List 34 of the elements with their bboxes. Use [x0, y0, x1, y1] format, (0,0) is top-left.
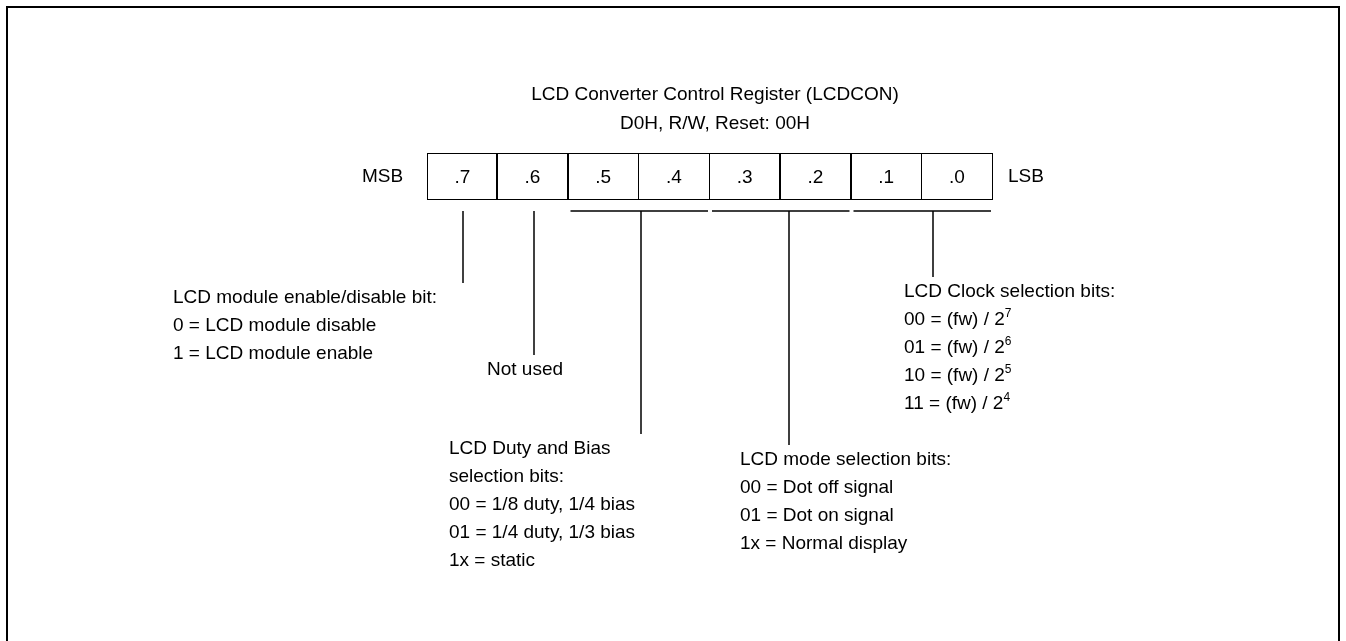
leader-line [533, 210, 535, 356]
field-heading: LCD Duty and Bias selection bits: [449, 436, 612, 488]
field-description: 00 = 1/8 duty, 1/4 bias [449, 492, 637, 516]
field-description: 1x = static [449, 548, 537, 572]
bit-cell: .1 [850, 153, 923, 200]
bit-cell: .2 [779, 153, 852, 200]
lsb-label: LSB [1008, 165, 1044, 187]
field-description: Not used [487, 357, 565, 381]
field-heading: LCD mode selection bits: [740, 447, 953, 471]
bracket-leader-line [852, 210, 992, 278]
bit-cell: .7 [427, 153, 498, 200]
field-description: 1 = LCD module enable [173, 341, 375, 365]
field-description: 01 = 1/4 duty, 1/3 bias [449, 520, 637, 544]
bracket-leader-line [569, 210, 709, 435]
field-heading: LCD module enable/disable bit: [173, 285, 439, 309]
msb-label: MSB [362, 165, 404, 187]
register-address-info: D0H, R/W, Reset: 00H [619, 112, 811, 134]
bit-cell: .4 [637, 153, 710, 200]
leader-line [462, 210, 464, 284]
field-description: 1x = Normal display [740, 531, 909, 555]
bit-cell: .3 [708, 153, 781, 200]
field-description: 01 = Dot on signal [740, 503, 895, 527]
bit-cell: .0 [920, 153, 993, 200]
bit-cell: .6 [496, 153, 569, 200]
field-description: 01 = (fw) / 2$^{6}$ [904, 333, 1013, 359]
bit-cell: .5 [567, 153, 640, 200]
field-description: 11 = (fw) / 2$^{4}$ [904, 389, 1012, 415]
field-description: 00 = Dot off signal [740, 475, 895, 499]
register-title: LCD Converter Control Register (LCDCON) [531, 83, 899, 105]
field-description: 00 = (fw) / 2$^{7}$ [904, 305, 1013, 331]
field-description: 0 = LCD module disable [173, 313, 378, 337]
field-description: 10 = (fw) / 2$^{5}$ [904, 361, 1013, 387]
bracket-leader-line [711, 210, 851, 446]
field-heading: LCD Clock selection bits: [904, 279, 1117, 303]
